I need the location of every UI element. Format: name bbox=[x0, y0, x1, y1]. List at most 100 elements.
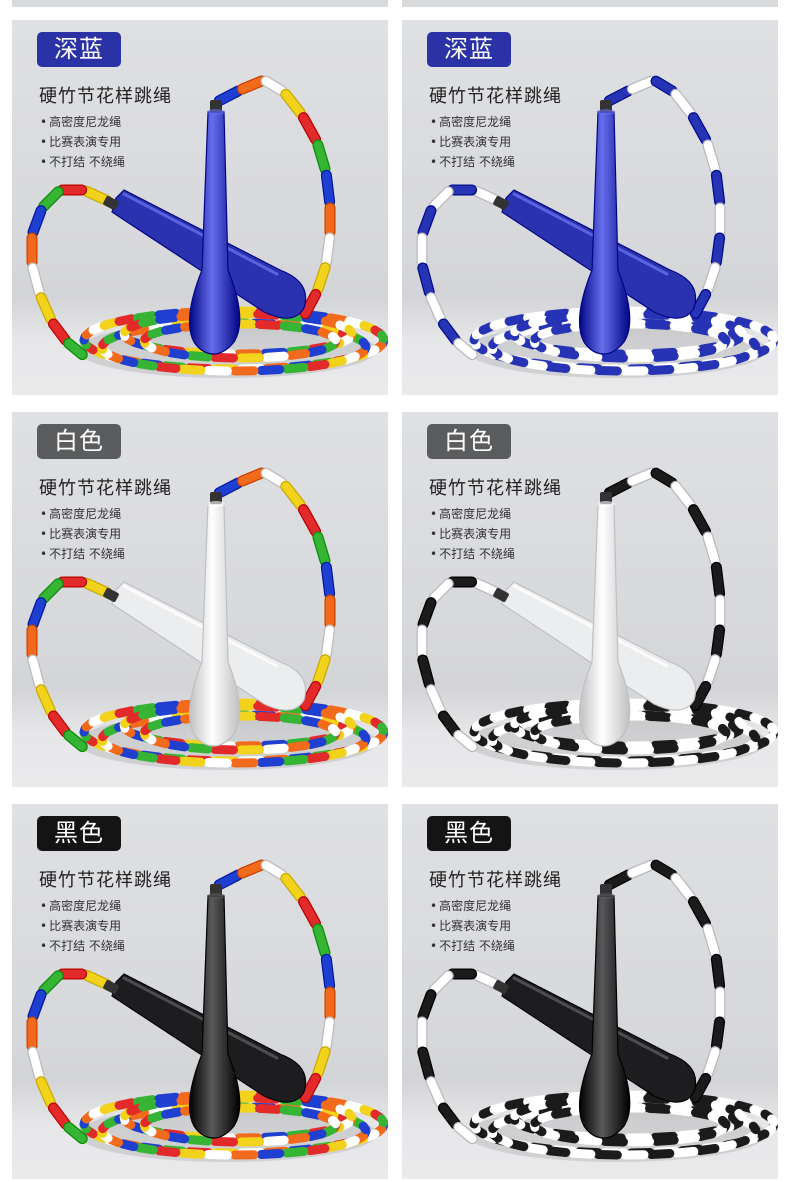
rope-segment bbox=[215, 86, 242, 106]
variant-card[interactable]: 白色硬竹节花样跳绳高密度尼龙绳比赛表演专用不打结 不绕绳 bbox=[12, 412, 388, 787]
rope-segment bbox=[551, 1107, 574, 1119]
rope-loop-right bbox=[213, 75, 336, 320]
rope-segment bbox=[516, 711, 534, 724]
rope-segment bbox=[165, 1132, 190, 1144]
rope-segment bbox=[150, 1128, 171, 1141]
rope-segment bbox=[313, 263, 330, 294]
rope-segment bbox=[489, 709, 510, 722]
rope-segment bbox=[299, 505, 320, 536]
rope-segment bbox=[150, 736, 171, 749]
rope-segment bbox=[133, 311, 158, 323]
rope-segment bbox=[286, 348, 311, 360]
rope-segment bbox=[711, 1125, 727, 1138]
rope-segment bbox=[215, 478, 242, 498]
feature-item: 高密度尼龙绳 bbox=[430, 896, 515, 916]
feature-list: 高密度尼龙绳比赛表演专用不打结 不绕绳 bbox=[430, 896, 515, 956]
rope-segment bbox=[301, 290, 320, 318]
rope-segment bbox=[439, 319, 460, 345]
rope-segment bbox=[138, 1099, 160, 1112]
rope-segment bbox=[472, 970, 502, 990]
rope-segment bbox=[301, 313, 325, 325]
variant-card[interactable]: 深蓝硬竹节花样跳绳高密度尼龙绳比赛表演专用不打结 不绕绳 bbox=[12, 20, 388, 395]
rope-coil bbox=[79, 306, 388, 376]
rope-segment bbox=[472, 186, 502, 206]
rope-segment bbox=[103, 724, 120, 737]
rope-segment bbox=[313, 1047, 330, 1078]
rope-segment bbox=[341, 1135, 360, 1149]
rope-segment bbox=[325, 1097, 349, 1109]
rope-segment bbox=[439, 1103, 460, 1129]
rope-segment bbox=[178, 1148, 206, 1159]
rope-segment bbox=[523, 703, 548, 715]
rope-segment bbox=[64, 731, 87, 751]
rope-segment bbox=[703, 924, 720, 958]
variant-card[interactable]: 黑色硬竹节花样跳绳高密度尼龙绳比赛表演专用不打结 不绕绳 bbox=[12, 804, 388, 1179]
rope-segment bbox=[628, 468, 656, 486]
rope-segment bbox=[507, 355, 529, 368]
variant-card[interactable]: 深蓝硬竹节花样跳绳高密度尼龙绳比赛表演专用不打结 不绕绳 bbox=[402, 20, 778, 395]
rope-segment bbox=[161, 715, 184, 727]
rope-segment bbox=[358, 337, 371, 351]
rope-segment bbox=[651, 860, 677, 880]
feature-item: 不打结 不绕绳 bbox=[40, 936, 125, 956]
rope-segment bbox=[493, 1116, 510, 1129]
rope-segment bbox=[165, 348, 190, 360]
rope-segment bbox=[528, 707, 550, 720]
rope-segment bbox=[358, 1121, 371, 1135]
rope-segment bbox=[147, 718, 166, 731]
rope-segment bbox=[734, 708, 755, 721]
variant-card[interactable]: 黑色硬竹节花样跳绳高密度尼龙绳比赛表演专用不打结 不绕绳 bbox=[402, 804, 778, 1179]
rope-segment bbox=[478, 714, 496, 727]
rope-segment bbox=[256, 757, 285, 767]
rope-segment bbox=[734, 1100, 755, 1113]
rope-segment bbox=[537, 1110, 556, 1123]
rope-segment bbox=[478, 1106, 496, 1119]
rope-segment bbox=[671, 482, 695, 509]
rope-segment bbox=[652, 351, 679, 362]
rope-segment bbox=[504, 706, 527, 718]
jump-rope-image bbox=[26, 859, 388, 1162]
color-badge: 黑色 bbox=[37, 816, 121, 851]
standing-handle bbox=[578, 492, 631, 747]
rope-segment bbox=[672, 362, 699, 374]
rope-segment bbox=[313, 532, 330, 566]
rope-segment bbox=[261, 76, 287, 96]
rope-segment bbox=[129, 324, 152, 336]
rope-segment bbox=[28, 1047, 44, 1081]
rope-segment bbox=[154, 754, 181, 766]
rope-segment bbox=[49, 711, 70, 737]
rope-segment bbox=[748, 1121, 761, 1135]
rope-segment bbox=[426, 1077, 446, 1108]
rope-segment bbox=[155, 704, 180, 716]
color-badge: 深蓝 bbox=[427, 32, 511, 67]
rope-segment bbox=[493, 724, 510, 737]
rope-segment bbox=[544, 1146, 571, 1158]
rope-segment bbox=[186, 1135, 213, 1146]
rope-coil bbox=[79, 698, 388, 768]
rope-segment bbox=[362, 345, 380, 358]
rope-segment bbox=[134, 1143, 158, 1155]
rope-segment bbox=[676, 1132, 701, 1144]
rope-segment bbox=[117, 355, 139, 368]
rope-segment bbox=[129, 1108, 152, 1120]
rope-segment bbox=[215, 870, 242, 890]
rope-segment bbox=[712, 1017, 724, 1051]
rope-segment bbox=[472, 578, 502, 598]
rope-segment bbox=[715, 356, 737, 368]
rope-segment bbox=[301, 705, 325, 717]
rope-segment bbox=[377, 722, 388, 736]
rope-segment bbox=[523, 311, 548, 323]
variant-card[interactable]: 白色硬竹节花样跳绳高密度尼龙绳比赛表演专用不打结 不绕绳 bbox=[402, 412, 778, 787]
rope-segment bbox=[691, 324, 713, 336]
rope-segment bbox=[261, 468, 287, 488]
rope-segment bbox=[669, 321, 695, 333]
rope-segment bbox=[703, 655, 720, 686]
rope-segment bbox=[671, 874, 695, 901]
feature-item: 不打结 不绕绳 bbox=[430, 544, 515, 564]
rope-segment bbox=[691, 682, 710, 710]
feature-item: 比赛表演专用 bbox=[430, 524, 515, 544]
feature-item: 比赛表演专用 bbox=[430, 132, 515, 152]
rope-segment bbox=[103, 1116, 120, 1129]
standing-handle bbox=[578, 884, 631, 1139]
feature-item: 高密度尼龙绳 bbox=[40, 504, 125, 524]
